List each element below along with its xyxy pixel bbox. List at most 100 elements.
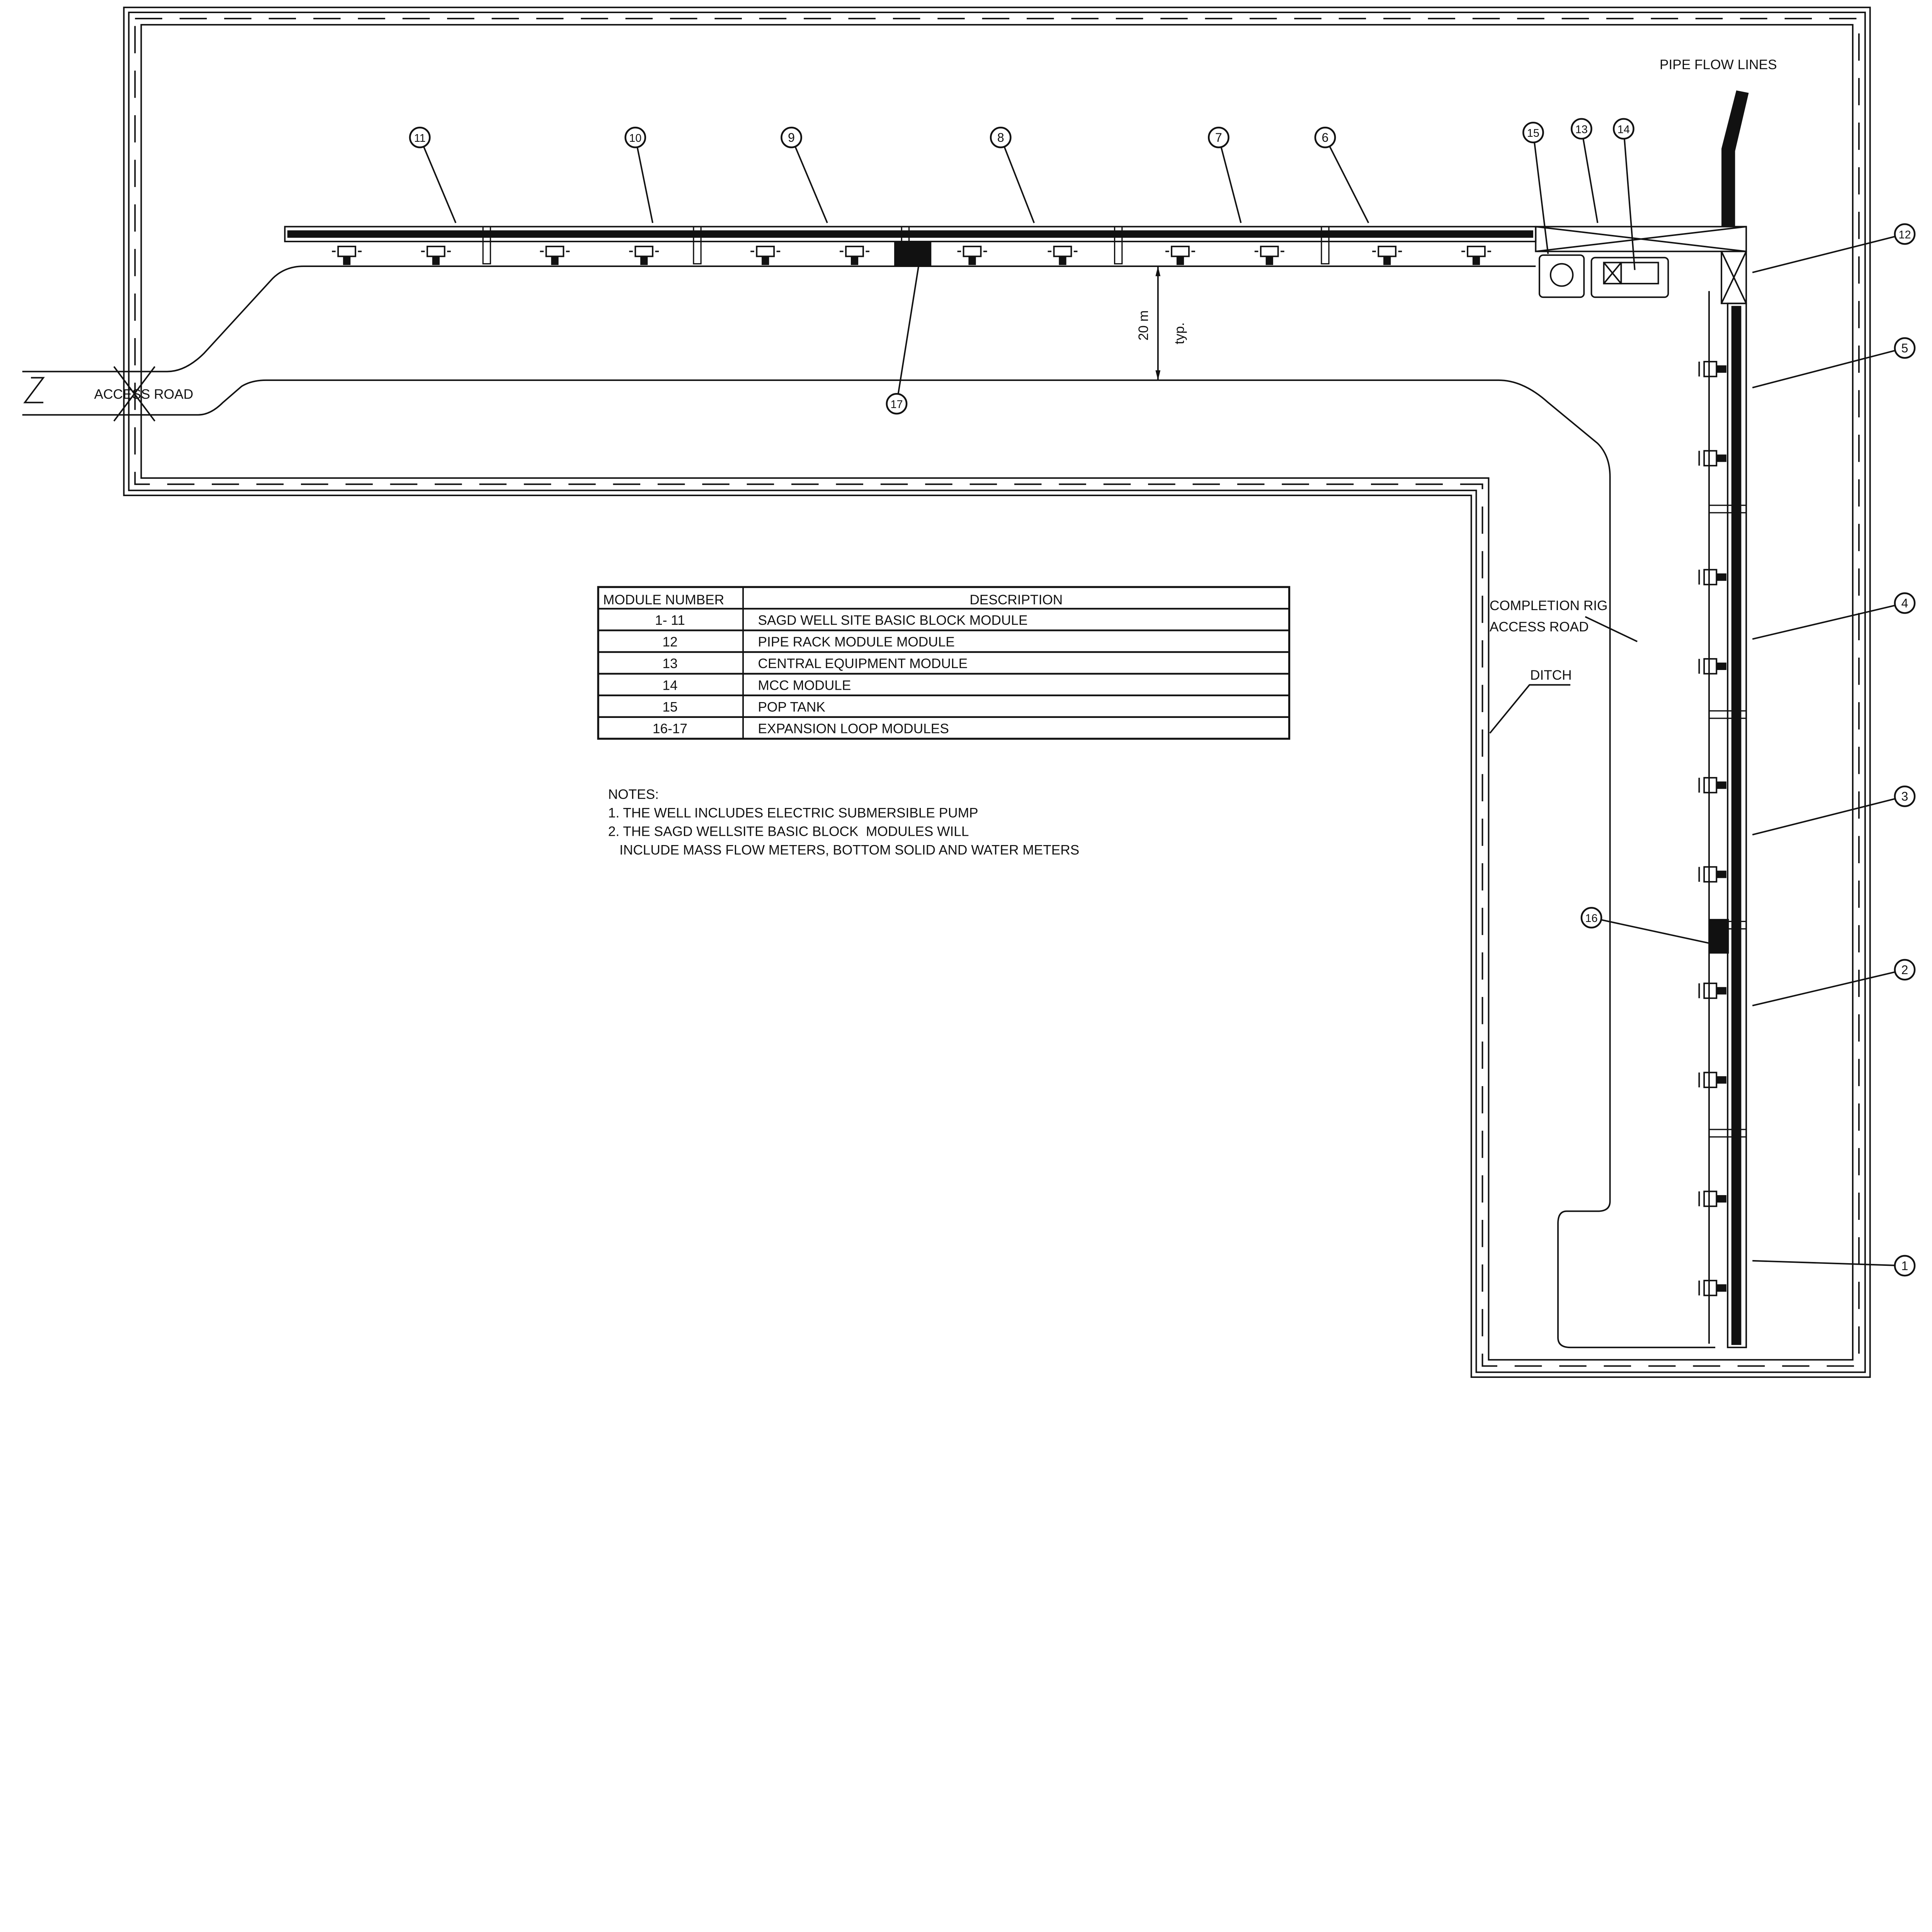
balloon-number: 4 [1901,596,1908,610]
balloon-circle [1208,126,1230,148]
wellhead [540,245,570,265]
callout-balloon-15: 15 [1522,122,1549,254]
wellhead [1698,450,1726,467]
balloon-number: 13 [1575,124,1588,136]
balloon-number: 16 [1585,912,1598,925]
table-header-description: DESCRIPTION [969,592,1063,607]
module-divider [693,226,702,265]
balloon-circle [1894,959,1916,981]
expansion-loop-module-16 [1709,919,1729,954]
wellhead [1698,569,1726,585]
wellhead [1165,245,1195,265]
table-cell-description: PIPE RACK MODULE MODULE [758,634,955,650]
callout-balloon-16: 16 [1580,907,1712,945]
table-cell-description: EXPANSION LOOP MODULES [758,721,949,736]
leader-line [1601,919,1712,945]
table-cell-module-number: 12 [662,634,677,650]
callout-balloon-6: 6 [1314,126,1369,223]
ditch-label: DITCH [1530,667,1572,683]
callout-balloon-8: 8 [990,126,1035,223]
leader-line [897,264,920,394]
wellhead [957,245,987,265]
vertical-module-rack [1698,303,1747,1349]
balloon-number: 6 [1322,131,1329,145]
table-cell-description: CENTRAL EQUIPMENT MODULE [758,656,968,671]
balloon-number: 12 [1898,229,1911,241]
ditch-leader [1489,684,1571,734]
callout-balloon-4: 4 [1752,592,1916,640]
callout-balloon-17: 17 [886,264,920,415]
balloon-circle [1314,126,1336,148]
pop-tank [1549,263,1574,287]
wellhead [629,245,659,265]
balloon-circle [1894,1255,1916,1277]
access-road [22,265,1716,1349]
balloon-circle [1894,223,1916,245]
table-header-module-number: MODULE NUMBER [603,592,724,607]
wellhead [1461,245,1491,265]
balloon-circle [1522,122,1544,143]
balloon-number: 7 [1215,131,1222,145]
completion-rig-label-1: COMPLETION RIG [1490,598,1608,613]
notes-title: NOTES: [608,787,659,802]
leader-line [1624,138,1636,270]
balloon-number: 8 [997,131,1004,145]
completion-rig-label-2: ACCESS ROAD [1490,619,1589,634]
leader-line [1220,147,1242,223]
leader-line [1329,146,1369,223]
balloon-circle [1571,118,1592,140]
balloon-circle [409,126,431,148]
balloon-circle [624,126,646,148]
table-cell-module-number: 16-17 [653,721,687,736]
wellhead [750,245,781,265]
balloon-number: 11 [414,132,426,145]
balloon-circle [1894,337,1916,359]
pad-boundary [123,7,1871,1378]
wellhead [1698,1071,1726,1088]
central-equipment-module [1535,90,1749,304]
expansion-loop-module-17 [894,241,932,267]
leader-line [636,147,653,223]
horizontal-module-rack [284,226,1537,267]
access-road-label: ACCESS ROAD [94,387,194,402]
note-line: 2. THE SAGD WELLSITE BASIC BLOCK MODULES… [608,824,969,839]
balloon-number: 10 [629,132,641,145]
leader-line [1003,146,1035,223]
wellhead [1698,982,1726,999]
leader-line [794,146,828,223]
balloon-number: 3 [1901,789,1908,803]
callout-balloon-13: 13 [1571,118,1599,223]
callout-balloon-5: 5 [1752,337,1916,389]
module-divider [1708,710,1747,719]
leader-line [1752,236,1896,273]
note-line: INCLUDE MASS FLOW METERS, BOTTOM SOLID A… [608,843,1080,858]
leader-line [1752,971,1895,1007]
leader-line [423,146,457,223]
balloon-circle [781,126,802,148]
balloon-circle [990,126,1012,148]
wellhead [1698,1280,1726,1296]
callout-balloon-14: 14 [1613,118,1636,270]
module-divider [482,226,491,265]
balloon-circle [1580,907,1602,929]
wellhead [1372,245,1402,265]
wellhead [1698,1190,1726,1207]
table-cell-description: POP TANK [758,699,826,714]
callout-balloon-1: 1 [1752,1255,1916,1277]
table-cell-description: MCC MODULE [758,678,851,693]
wellhead [1698,777,1726,794]
balloon-number: 2 [1901,963,1908,977]
balloon-number: 1 [1901,1259,1908,1273]
wellhead [1698,658,1726,675]
wellhead [1698,866,1726,883]
callout-balloon-9: 9 [781,126,828,223]
module-divider [901,226,910,265]
table-cell-module-number: 1- 11 [655,613,685,628]
dimension-20m [1155,266,1161,380]
leader-line [1752,798,1896,836]
callout-balloon-2: 2 [1752,959,1916,1007]
note-line: 1. THE WELL INCLUDES ELECTRIC SUBMERSIBL… [608,805,978,820]
